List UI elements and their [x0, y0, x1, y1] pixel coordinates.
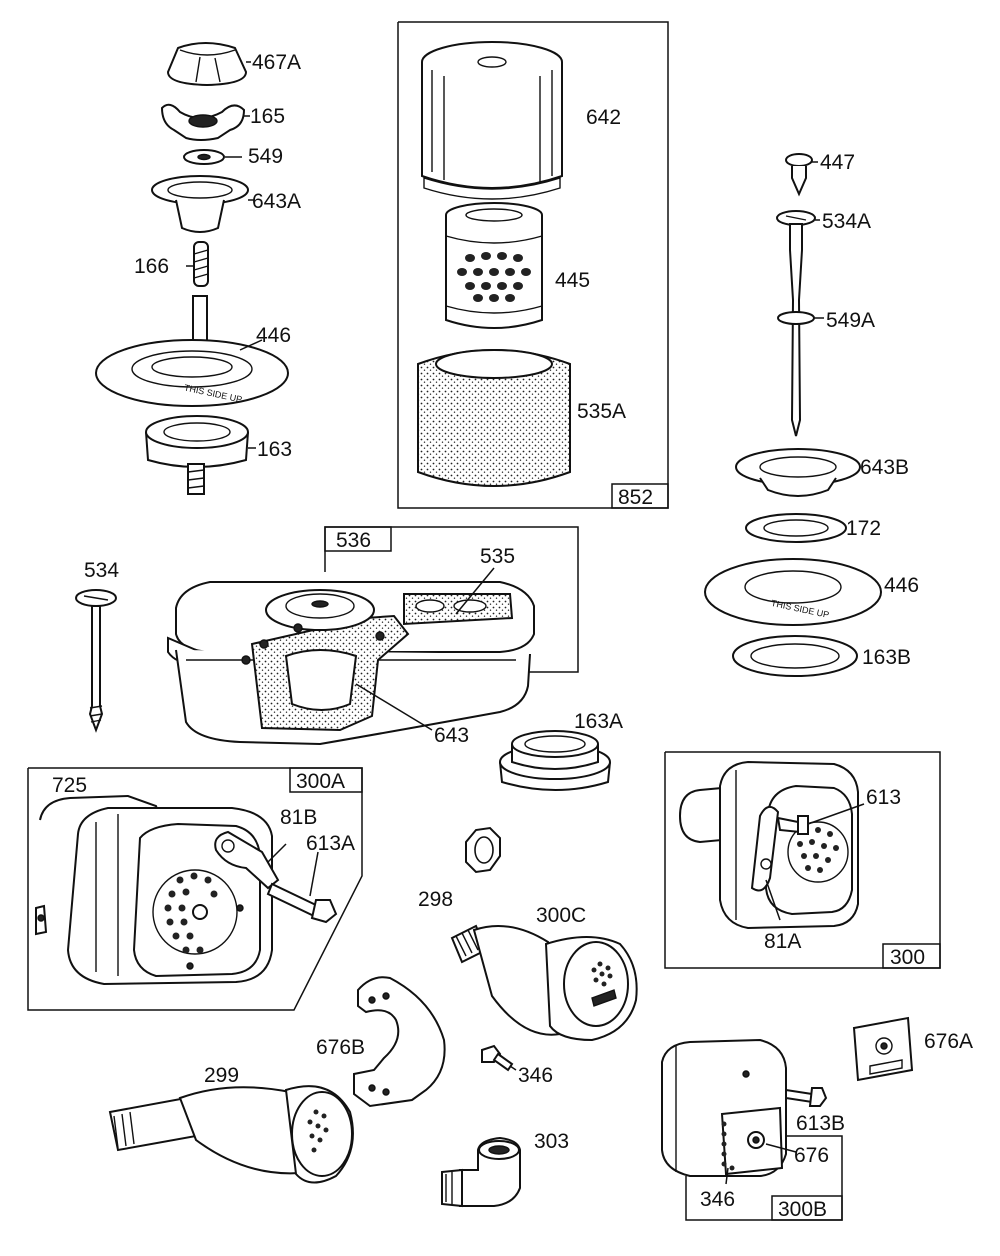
label-447: 447 [820, 151, 855, 174]
label-643: 643 [434, 724, 469, 747]
label-166: 166 [134, 255, 169, 278]
part-445-filter [445, 202, 543, 329]
label-299: 299 [204, 1064, 239, 1087]
label-676A: 676A [924, 1030, 973, 1053]
part-676b-guard [353, 976, 446, 1108]
part-300b-muffler [661, 1038, 828, 1185]
label-81B: 81B [280, 806, 317, 829]
label-298: 298 [418, 888, 453, 911]
label-535A: 535A [577, 400, 626, 423]
label-300A: 300A [296, 770, 345, 793]
part-165-wing-nut [160, 103, 250, 141]
part-300c-muffler [450, 924, 638, 1042]
label-549: 549 [248, 145, 283, 168]
label-536: 536 [336, 529, 371, 552]
label-163B: 163B [862, 646, 911, 669]
label-643B: 643B [860, 456, 909, 479]
part-643b-cup [735, 448, 861, 497]
part-172-gasket [745, 513, 847, 543]
part-303-elbow [441, 1136, 521, 1208]
frame-300 [664, 751, 941, 969]
part-166-stud [186, 241, 209, 287]
label-346-middle: 346 [518, 1064, 553, 1087]
part-163-adapter [145, 415, 256, 495]
label-446-right: 446 [884, 574, 919, 597]
label-613: 613 [866, 786, 901, 809]
label-445: 445 [555, 269, 590, 292]
frame-536 [324, 526, 579, 673]
label-300B: 300B [778, 1198, 827, 1221]
frame-852 [397, 21, 669, 509]
label-725: 725 [52, 774, 87, 797]
label-643A: 643A [252, 190, 301, 213]
part-298-nut [465, 826, 501, 874]
label-534A: 534A [822, 210, 871, 233]
label-163A: 163A [574, 710, 623, 733]
label-346-bottom: 346 [700, 1188, 735, 1211]
part-534a-bolt [776, 210, 820, 437]
label-303: 303 [534, 1130, 569, 1153]
part-676a-plate [852, 1016, 914, 1082]
part-535a-precleaner [417, 349, 571, 487]
part-446-plate-right: THIS SIDE UP [704, 558, 882, 626]
part-643a-cup [151, 175, 254, 233]
part-549-washer [183, 149, 242, 165]
label-165: 165 [250, 105, 285, 128]
part-300a-muffler [66, 807, 338, 986]
label-300: 300 [890, 946, 925, 969]
label-549A: 549A [826, 309, 875, 332]
part-299-muffler [108, 1085, 354, 1184]
part-346-screw [481, 1044, 517, 1072]
label-163: 163 [257, 438, 292, 461]
part-642-cover [421, 41, 563, 200]
part-549a-washer [777, 311, 824, 325]
label-613B: 613B [796, 1112, 845, 1135]
label-534: 534 [84, 559, 119, 582]
part-300-muffler [678, 760, 865, 930]
label-676B: 676B [316, 1036, 365, 1059]
label-613A: 613A [306, 832, 355, 855]
part-536-air-cleaner [167, 567, 535, 746]
part-labels: 467A 165 549 643A 166 446 163 642 445 53… [52, 51, 973, 1221]
part-163b-gasket [732, 635, 858, 677]
part-447-screw [785, 153, 818, 197]
label-852: 852 [618, 486, 653, 509]
label-535: 535 [480, 545, 515, 568]
frame-300a [27, 767, 363, 1011]
label-467A: 467A [252, 51, 301, 74]
label-81A: 81A [764, 930, 801, 953]
part-534-bolt [75, 589, 117, 733]
frame-300b [685, 1135, 843, 1221]
label-300C: 300C [536, 904, 586, 927]
label-172: 172 [846, 517, 881, 540]
part-163a-adapter [499, 730, 611, 791]
label-642: 642 [586, 106, 621, 129]
label-446-left: 446 [256, 324, 291, 347]
part-446-plate: THIS SIDE UP [95, 295, 289, 407]
part-467a-knob [166, 42, 251, 87]
label-676: 676 [794, 1144, 829, 1167]
